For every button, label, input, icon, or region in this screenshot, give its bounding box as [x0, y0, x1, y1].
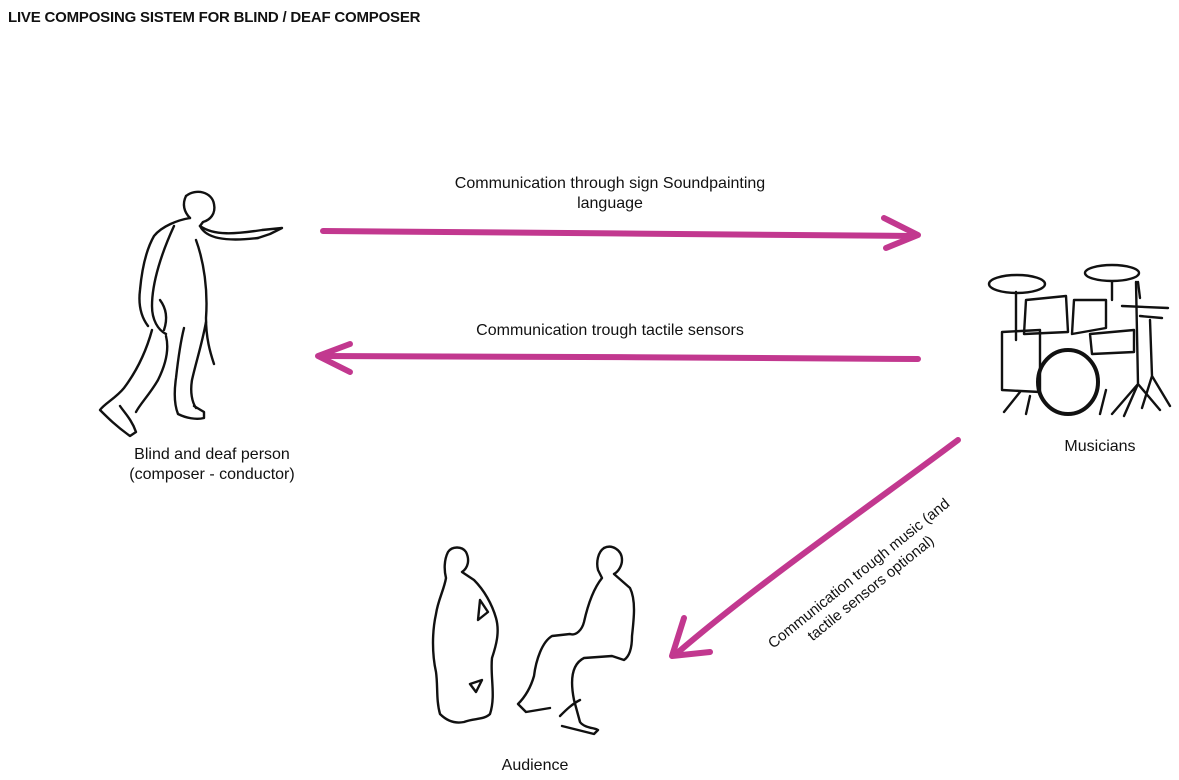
node-label-person: Blind and deaf person (composer - conduc…	[100, 445, 324, 485]
seated-audience-icon	[431, 545, 636, 736]
edge-label-line: Communication trough tactile sensors	[476, 322, 744, 339]
edge-label-sign-language: Communication through sign Soundpainting…	[400, 174, 820, 214]
drum-kit-icon	[987, 263, 1172, 418]
conductor-figure-icon	[98, 190, 284, 438]
node-label-musicians: Musicians	[1064, 438, 1136, 455]
page-title: LIVE COMPOSING SISTEM FOR BLIND / DEAF C…	[8, 9, 421, 26]
edge-label-tactile-sensors: Communication trough tactile sensors	[420, 321, 800, 341]
edge-label-line: Communication through sign Soundpainting	[454, 175, 766, 192]
node-label-audience: Audience	[501, 757, 569, 774]
node-label-line: (composer - conductor)	[129, 466, 295, 483]
arrow-musicians-to-person	[315, 341, 921, 375]
arrow-musicians-to-audience	[669, 437, 961, 659]
edge-label-line: language	[577, 195, 643, 212]
node-label-line: Blind and deaf person	[134, 446, 290, 463]
arrow-person-to-musicians	[320, 215, 921, 251]
